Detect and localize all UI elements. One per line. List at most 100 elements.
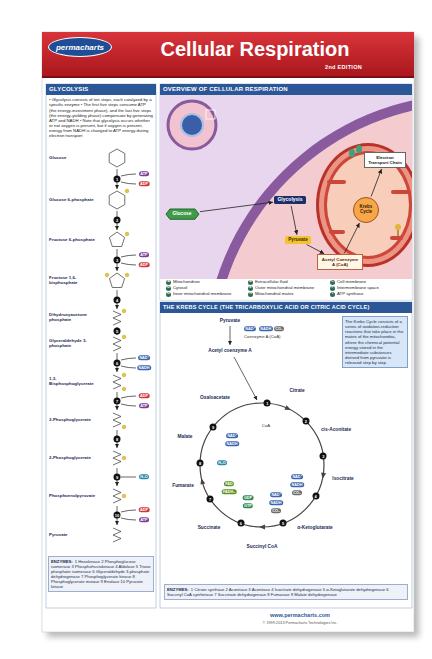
molecule-box: Acetyl Coenzyme A (CoA)	[317, 254, 363, 269]
legend-letter: C	[331, 280, 334, 284]
step-number: 10	[114, 512, 121, 519]
legend-item: ATP synthase	[330, 291, 363, 297]
step-number: 9	[210, 423, 217, 430]
reaction-arrow	[234, 357, 257, 400]
legend-letter: D	[167, 286, 170, 290]
phosphate-dot	[122, 309, 126, 313]
cofactor-badge: ATP	[139, 403, 149, 408]
cofactor-arrow	[121, 358, 136, 368]
molecule-hexagon: Glucose	[166, 209, 199, 219]
enzyme-key: ENZYMES:1 Citrate synthase 2 Aconitase 3…	[164, 584, 408, 600]
copyright-note: © 1999-2013 Permacharts Technologies Inc…	[263, 621, 338, 625]
legend-letter: G	[167, 292, 170, 296]
molecule-name: 1,3-Bisphosphoglycerate	[49, 377, 99, 387]
cell-membrane	[204, 95, 412, 279]
step-number: 1	[264, 400, 271, 407]
phosphate-dot	[122, 335, 126, 339]
phosphate-dot	[105, 273, 109, 277]
brand-logo: permacharts	[48, 37, 112, 57]
panel-frame	[160, 302, 412, 608]
cofactor-badge: NADH	[259, 326, 273, 331]
node-label: Pyruvate	[288, 237, 307, 242]
carbon-chain	[113, 311, 121, 325]
cofactor-arrow	[121, 255, 136, 265]
carbon-chain	[113, 528, 121, 542]
nucleus	[181, 114, 203, 136]
cofactor-badge: NAD⁺	[244, 326, 256, 331]
cofactor-badge: ADP	[139, 393, 150, 398]
cofactor-badge: ATP	[139, 517, 149, 522]
outer-mitochondrial-membrane	[316, 143, 412, 267]
molecule-name: Fructose 6-phosphate	[49, 238, 99, 243]
molecule-name: Glucose	[49, 156, 99, 161]
carbon-chain	[113, 375, 121, 389]
legend-text: ATP synthase	[337, 292, 363, 296]
molecule-name: 2-Phosphoglycerate	[49, 456, 99, 461]
legend-text: Intermembrane space	[337, 286, 379, 290]
step-number: 5	[280, 520, 287, 527]
section-panel: THE KREBS CYCLE (THE TRICARBOXYLIC ACID …	[160, 302, 412, 608]
flow-arrow	[344, 223, 359, 253]
sugar-ring	[109, 191, 125, 209]
cofactor-arrow	[121, 174, 136, 184]
step-number: 3	[114, 257, 121, 264]
intro-text: • Glycolysis consists of ten steps, each…	[46, 95, 156, 140]
molecule-name: Succinyl CoA	[247, 544, 278, 549]
molecule-name: Oxaloacetate	[200, 395, 230, 400]
step-number: 9	[114, 474, 121, 481]
step-number: 2	[114, 217, 121, 224]
cofactor-badge: NADH	[269, 500, 283, 505]
cofactor-arrow	[121, 477, 136, 478]
cycle-circle: Krebs Cycle	[353, 197, 379, 223]
cycle-arrowhead	[259, 525, 265, 530]
crista	[393, 190, 409, 194]
cofactor-badge: GDP	[243, 495, 254, 500]
legend-text: Mitochondrion	[173, 280, 200, 284]
mitochondrial-matrix	[327, 154, 409, 256]
sugar-ring	[109, 232, 124, 247]
flow-arrow	[307, 245, 325, 254]
phosphate-dot	[125, 273, 129, 277]
node-label: Krebs Cycle	[357, 205, 375, 215]
phosphate-dot	[122, 494, 126, 498]
molecule-name: Acetyl coenzyme A	[208, 348, 252, 353]
step-number: 6	[237, 520, 244, 527]
section-panel: OVERVIEW OF CELLULAR RESPIRATIONGlucoseG…	[160, 84, 412, 300]
crista	[392, 236, 401, 240]
molecule-name: Fumarate	[172, 483, 194, 488]
carbon-chain	[113, 451, 121, 465]
note-box: The Krebs Cycle consists of a series of …	[342, 316, 408, 368]
flow-arrow	[291, 206, 297, 235]
cofactor-badge: FADH₂	[222, 489, 237, 494]
cofactor-label: CoA	[262, 424, 270, 429]
website-url: www.permacharts.com	[270, 612, 330, 618]
legend-item: Extracellular fluid	[248, 279, 288, 285]
step-number: 2	[302, 418, 309, 425]
cofactor-badge: FAD	[224, 481, 234, 486]
enzyme-key: ENZYMES:1 Hexokinase 2 Phosphoglucose is…	[48, 556, 154, 592]
cycle-arrowhead	[201, 478, 206, 484]
cofactor-badge: NADH	[225, 441, 239, 446]
atp-synthase-head	[395, 224, 401, 230]
panel-frame	[46, 84, 156, 608]
process-box: Electron Transport Chain	[364, 152, 406, 167]
step-number: 3	[320, 453, 327, 460]
node-label: Glycolysis	[277, 197, 302, 203]
legend-letter: H	[249, 292, 252, 296]
enzyme-list: 1 Citrate synthase 2 Aconitase 3 Aconita…	[167, 587, 389, 597]
molecule-name: Citrate	[289, 388, 304, 393]
cell-inset	[168, 101, 216, 149]
cofactor-arrow	[121, 510, 136, 520]
cofactor-badge: NAD⁺	[138, 355, 150, 360]
legend-text: Mitochondrial matrix	[255, 292, 293, 296]
step-number: 6	[114, 360, 121, 367]
cofactor-badge: NAD⁺	[291, 474, 303, 479]
molecule-name: Pyruvate	[49, 533, 99, 538]
cofactor-badge: ATP	[139, 171, 149, 176]
phosphate-dot	[122, 373, 126, 377]
zoom-frame	[206, 110, 215, 119]
step-number: 8	[197, 459, 204, 466]
legend-letter: A	[167, 280, 170, 284]
inner-mitochondrial-membrane	[324, 151, 412, 259]
